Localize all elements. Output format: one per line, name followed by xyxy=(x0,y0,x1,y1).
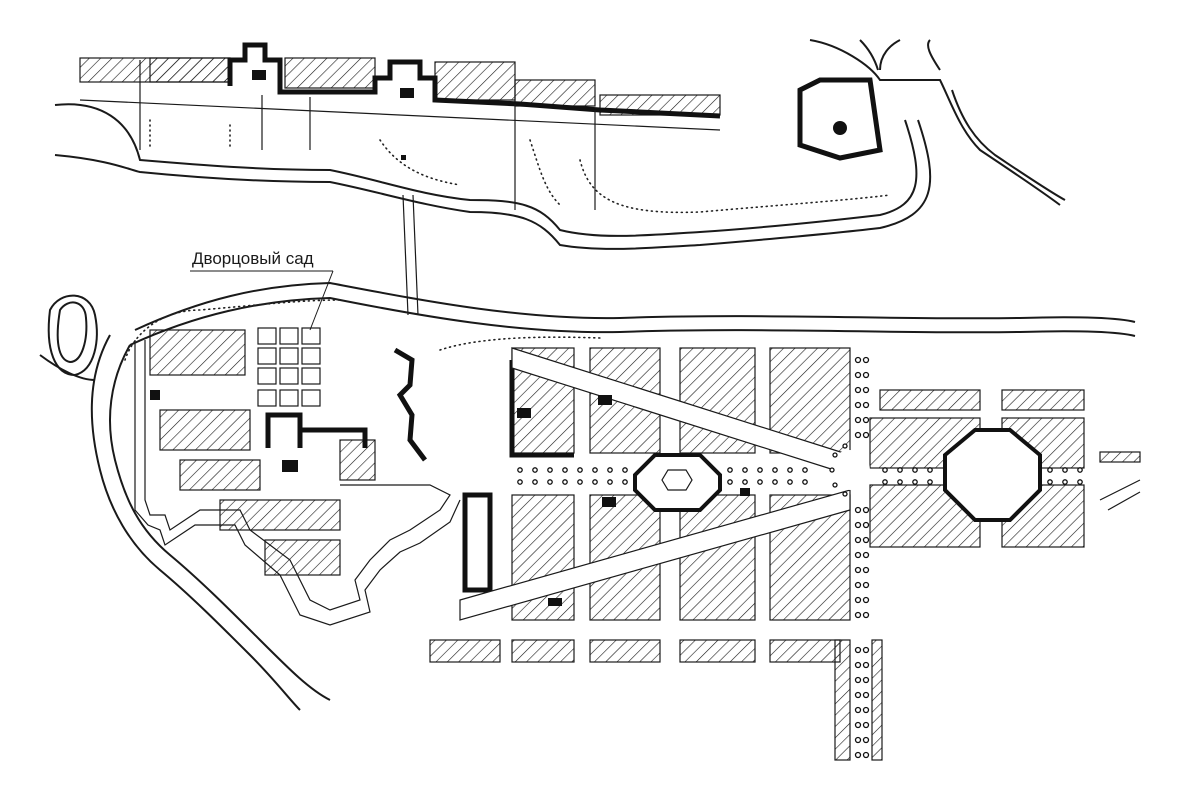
palace-garden-label: Дворцовый сад xyxy=(192,249,314,268)
new-town-block xyxy=(679,494,756,621)
zigzag-bastion xyxy=(393,347,427,462)
plaza-ring xyxy=(829,443,848,497)
old-town-block xyxy=(219,499,341,531)
tree-lined-avenue xyxy=(517,467,1083,485)
octagon-square xyxy=(943,428,1042,522)
causeway xyxy=(412,194,419,316)
small-building xyxy=(598,395,612,405)
fortress-outline xyxy=(144,340,451,611)
west-pond xyxy=(47,294,98,377)
north-east-river xyxy=(859,39,879,71)
south-block xyxy=(679,639,756,663)
church xyxy=(150,390,160,400)
north-building xyxy=(252,70,266,80)
main-river-bank xyxy=(134,281,1136,331)
north-building xyxy=(400,88,414,98)
main-river xyxy=(39,281,1136,711)
main-river-bank xyxy=(129,296,1136,346)
tree-lined-avenue xyxy=(854,356,870,759)
north-building xyxy=(401,155,406,160)
south-block xyxy=(511,639,575,663)
north-block xyxy=(514,79,596,107)
south-block xyxy=(429,639,501,663)
north-east-river xyxy=(951,89,1066,201)
south-block xyxy=(589,639,661,663)
label-leader-line xyxy=(309,270,334,331)
south-block xyxy=(834,639,851,761)
new-town-dots xyxy=(439,336,601,351)
palace-wall xyxy=(265,412,303,448)
small-building xyxy=(740,488,750,496)
south-block xyxy=(769,639,841,663)
walled-block xyxy=(462,492,493,593)
octagon-square xyxy=(633,453,722,512)
west-pond xyxy=(56,301,88,364)
fortress-building xyxy=(833,121,847,135)
east-block xyxy=(1001,389,1085,411)
west-river xyxy=(90,334,301,711)
north-block xyxy=(434,61,516,101)
east-block xyxy=(879,389,981,411)
small-building xyxy=(602,497,616,507)
se-road xyxy=(1099,479,1141,511)
west-river xyxy=(39,354,96,381)
east-block xyxy=(1099,451,1141,463)
walled-block xyxy=(509,360,574,458)
circular-plaza xyxy=(830,450,870,490)
new-town xyxy=(429,336,1141,761)
small-building xyxy=(548,598,562,606)
diagonal-avenue xyxy=(459,489,851,621)
palace-building xyxy=(282,460,298,472)
old-town-block xyxy=(179,459,261,491)
octagon-monument xyxy=(661,469,693,491)
palace-garden xyxy=(257,327,321,407)
old-town xyxy=(124,299,461,626)
north-riverbank xyxy=(54,119,932,250)
north-block xyxy=(284,57,376,89)
old-town-block xyxy=(159,409,251,451)
fortress-outline xyxy=(134,340,461,626)
old-town-block xyxy=(339,439,376,481)
old-town-block xyxy=(149,329,246,376)
north-east-river xyxy=(809,39,1061,206)
causeway xyxy=(402,194,409,316)
palace-garden-label-group: Дворцовый сад xyxy=(190,249,334,331)
north-bank-dots xyxy=(149,119,891,214)
palace-wall xyxy=(300,427,368,448)
north-riverbank xyxy=(54,103,918,237)
north-street xyxy=(79,99,721,131)
north-fortress-wall xyxy=(797,77,883,161)
north-east-river xyxy=(879,39,941,71)
old-town-dots xyxy=(124,299,341,361)
north-wall xyxy=(227,42,721,119)
west-river xyxy=(109,344,331,701)
south-block xyxy=(871,639,883,761)
small-building xyxy=(517,408,531,418)
north-block xyxy=(149,57,231,83)
old-town-block xyxy=(264,539,341,576)
north-bank xyxy=(54,39,1066,316)
